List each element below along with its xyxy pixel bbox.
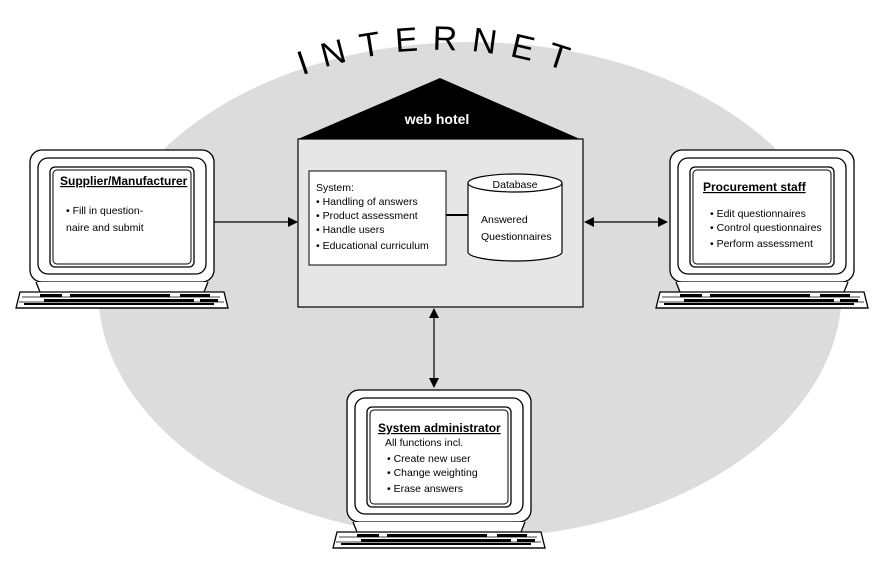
system-heading: System: — [316, 182, 354, 194]
procurement-item: • Perform assessment — [710, 238, 813, 250]
procurement-title: Procurement staff — [703, 180, 807, 194]
admin-intro: All functions incl. — [385, 437, 463, 449]
supplier-line1: • Fill in question- — [66, 205, 144, 217]
procurement-item: • Edit questionnaires — [710, 208, 806, 220]
database-content-line2: Questionnaires — [481, 231, 552, 243]
database-label: Database — [493, 179, 538, 191]
admin-item: • Erase answers — [387, 483, 463, 495]
web-hotel-roof — [298, 78, 580, 139]
system-item: • Product assessment — [316, 210, 418, 222]
admin-item: • Change weighting — [387, 467, 478, 479]
admin-title: System administrator — [378, 421, 501, 435]
system-item: • Handling of answers — [316, 196, 418, 208]
supplier-line2: naire and submit — [66, 222, 144, 234]
database-cylinder — [467, 173, 563, 262]
system-item: • Educational curriculum — [316, 240, 429, 252]
supplier-title: Supplier/Manufacturer — [60, 174, 188, 188]
admin-item: • Create new user — [387, 453, 471, 465]
web-hotel-label: web hotel — [404, 111, 470, 127]
database-content-line1: Answered — [481, 214, 528, 226]
system-item: • Handle users — [316, 224, 384, 236]
system-box — [308, 170, 447, 266]
procurement-item: • Control questionnaires — [710, 222, 822, 234]
